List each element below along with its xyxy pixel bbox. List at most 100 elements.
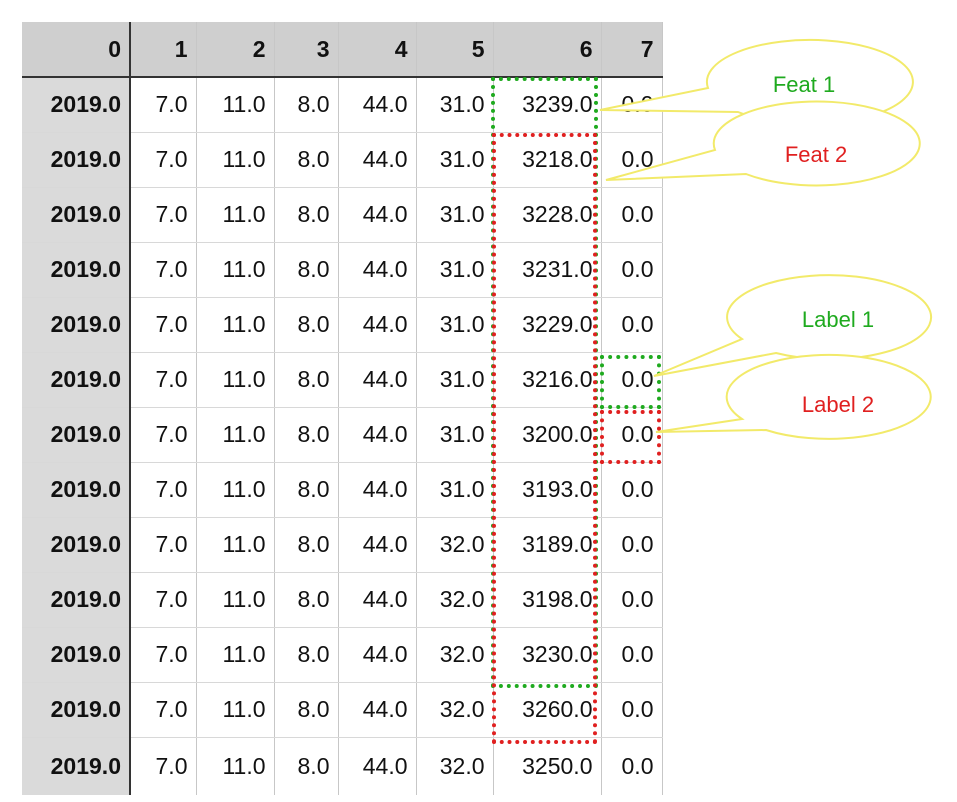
row-index-cell: 2019.0 — [22, 132, 131, 188]
feat2-label: Feat 2 — [785, 142, 847, 167]
table-cell: 3231.0 — [493, 242, 602, 298]
table-cell: 7.0 — [130, 572, 197, 628]
table-cell: 8.0 — [274, 627, 339, 683]
table-cell: 44.0 — [338, 627, 417, 683]
column-header-2: 2 — [196, 22, 275, 78]
row-index-cell: 2019.0 — [22, 407, 131, 463]
table-cell: 44.0 — [338, 462, 417, 518]
table-cell: 11.0 — [196, 572, 275, 628]
column-header-1: 1 — [130, 22, 197, 78]
table-cell: 11.0 — [196, 297, 275, 353]
row-index-cell: 2019.0 — [22, 737, 131, 795]
table-cell: 11.0 — [196, 737, 275, 795]
table-cell: 3200.0 — [493, 407, 602, 463]
table-cell: 32.0 — [416, 627, 494, 683]
row-index-cell: 2019.0 — [22, 352, 131, 408]
table-cell: 0.0 — [601, 462, 663, 518]
table-cell: 44.0 — [338, 737, 417, 795]
table-cell: 3229.0 — [493, 297, 602, 353]
table-cell: 31.0 — [416, 407, 494, 463]
table-cell: 31.0 — [416, 462, 494, 518]
feat2-callout: Feat 2 — [605, 100, 921, 187]
table-cell: 11.0 — [196, 462, 275, 518]
label2-label: Label 2 — [802, 392, 874, 417]
column-header-6: 6 — [493, 22, 602, 78]
table-cell: 8.0 — [274, 517, 339, 573]
feat2-bubble — [605, 100, 921, 187]
table-cell: 0.0 — [601, 627, 663, 683]
table-cell: 11.0 — [196, 627, 275, 683]
column-header-0: 0 — [22, 22, 131, 78]
table-cell: 32.0 — [416, 517, 494, 573]
row-index-cell: 2019.0 — [22, 297, 131, 353]
table-cell: 8.0 — [274, 462, 339, 518]
table-cell: 3193.0 — [493, 462, 602, 518]
table-cell: 31.0 — [416, 187, 494, 243]
table-cell: 8.0 — [274, 572, 339, 628]
row-index-cell: 2019.0 — [22, 77, 131, 133]
table-cell: 8.0 — [274, 352, 339, 408]
table-cell: 11.0 — [196, 517, 275, 573]
table-cell: 8.0 — [274, 297, 339, 353]
table-cell: 31.0 — [416, 132, 494, 188]
table-cell: 0.0 — [601, 572, 663, 628]
table-cell: 8.0 — [274, 77, 339, 133]
row-index-cell: 2019.0 — [22, 187, 131, 243]
table-cell: 0.0 — [601, 352, 663, 408]
table-cell: 0.0 — [601, 737, 663, 795]
table-cell: 8.0 — [274, 132, 339, 188]
column-header-4: 4 — [338, 22, 417, 78]
table-cell: 7.0 — [130, 517, 197, 573]
table-cell: 8.0 — [274, 187, 339, 243]
table-cell: 3239.0 — [493, 77, 602, 133]
table-cell: 44.0 — [338, 77, 417, 133]
table-cell: 7.0 — [130, 132, 197, 188]
table-cell: 3189.0 — [493, 517, 602, 573]
table-cell: 7.0 — [130, 682, 197, 738]
table-cell: 32.0 — [416, 737, 494, 795]
table-cell: 8.0 — [274, 242, 339, 298]
table-cell: 44.0 — [338, 517, 417, 573]
table-cell: 3218.0 — [493, 132, 602, 188]
table-cell: 44.0 — [338, 242, 417, 298]
table-cell: 0.0 — [601, 682, 663, 738]
row-index-cell: 2019.0 — [22, 242, 131, 298]
table-cell: 8.0 — [274, 407, 339, 463]
table-cell: 3198.0 — [493, 572, 602, 628]
table-cell: 11.0 — [196, 187, 275, 243]
table-cell: 7.0 — [130, 627, 197, 683]
table-cell: 31.0 — [416, 352, 494, 408]
table-cell: 3228.0 — [493, 187, 602, 243]
row-index-cell: 2019.0 — [22, 572, 131, 628]
table-cell: 44.0 — [338, 572, 417, 628]
column-header-5: 5 — [416, 22, 494, 78]
table-cell: 3230.0 — [493, 627, 602, 683]
table-cell: 11.0 — [196, 77, 275, 133]
table-cell: 44.0 — [338, 682, 417, 738]
row-index-cell: 2019.0 — [22, 682, 131, 738]
table-cell: 3250.0 — [493, 737, 602, 795]
table-cell: 7.0 — [130, 352, 197, 408]
table-cell: 0.0 — [601, 242, 663, 298]
row-index-cell: 2019.0 — [22, 462, 131, 518]
table-cell: 7.0 — [130, 77, 197, 133]
table-cell: 44.0 — [338, 297, 417, 353]
table-cell: 7.0 — [130, 187, 197, 243]
table-cell: 11.0 — [196, 407, 275, 463]
table-cell: 11.0 — [196, 132, 275, 188]
table-cell: 11.0 — [196, 682, 275, 738]
column-header-7: 7 — [601, 22, 663, 78]
table-cell: 7.0 — [130, 462, 197, 518]
table-cell: 31.0 — [416, 297, 494, 353]
